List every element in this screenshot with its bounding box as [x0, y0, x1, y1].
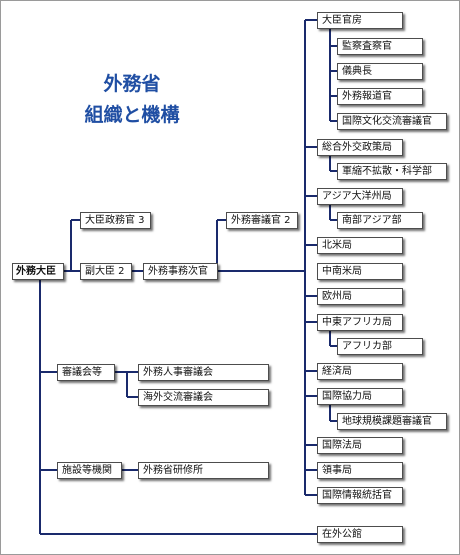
- node-inspector: 監察査察官: [337, 38, 423, 55]
- node-africa-dept: アフリカ部: [337, 338, 423, 355]
- node-economic-bureau: 経済局: [317, 363, 403, 380]
- node-asia-bureau: アジア大洋州局: [317, 188, 403, 205]
- node-consular-bureau: 領事局: [317, 462, 403, 479]
- node-protocol: 儀典長: [337, 63, 423, 80]
- node-councils: 審議会等: [57, 364, 115, 381]
- node-cooperation-bureau: 国際協力局: [317, 388, 403, 405]
- node-disarmament-dept: 軍縮不拡散・科学部: [337, 163, 447, 180]
- node-vice-minister: 外務事務次官: [143, 263, 218, 280]
- node-north-america-bureau: 北米局: [317, 237, 403, 254]
- node-overseas-exchange-council: 海外交流審議会: [138, 389, 269, 406]
- node-training-institute: 外務省研修所: [138, 462, 269, 479]
- node-cultural-exchange: 国際文化交流審議官: [337, 113, 447, 130]
- node-facilities: 施設等機関: [57, 462, 122, 479]
- node-legal-bureau: 国際法局: [317, 437, 403, 454]
- node-deputy-vice-minister: 外務審議官 2: [226, 212, 298, 229]
- node-personnel-council: 外務人事審議会: [138, 364, 269, 381]
- node-intelligence-analysis: 国際情報統括官: [317, 487, 403, 504]
- node-parliamentary-vice-minister: 大臣政務官 3: [80, 212, 151, 229]
- page-subtitle: 組織と機構: [84, 104, 180, 126]
- node-secretariat: 大臣官房: [317, 12, 403, 29]
- node-minister: 外務大臣: [12, 263, 64, 280]
- node-overseas-missions: 在外公館: [317, 526, 403, 543]
- node-senior-vice-minister: 副大臣 2: [80, 263, 132, 280]
- node-foreign-policy-bureau: 総合外交政策局: [317, 139, 403, 156]
- node-south-asia-dept: 南部アジア部: [337, 212, 423, 229]
- node-europe-bureau: 欧州局: [317, 288, 403, 305]
- node-press-secretary: 外務報道官: [337, 88, 423, 105]
- node-middle-east-bureau: 中東アフリカ局: [317, 314, 403, 331]
- page-title: 外務省: [103, 73, 161, 95]
- node-global-issues: 地球規模課題審議官: [337, 413, 447, 430]
- node-latin-america-bureau: 中南米局: [317, 263, 403, 280]
